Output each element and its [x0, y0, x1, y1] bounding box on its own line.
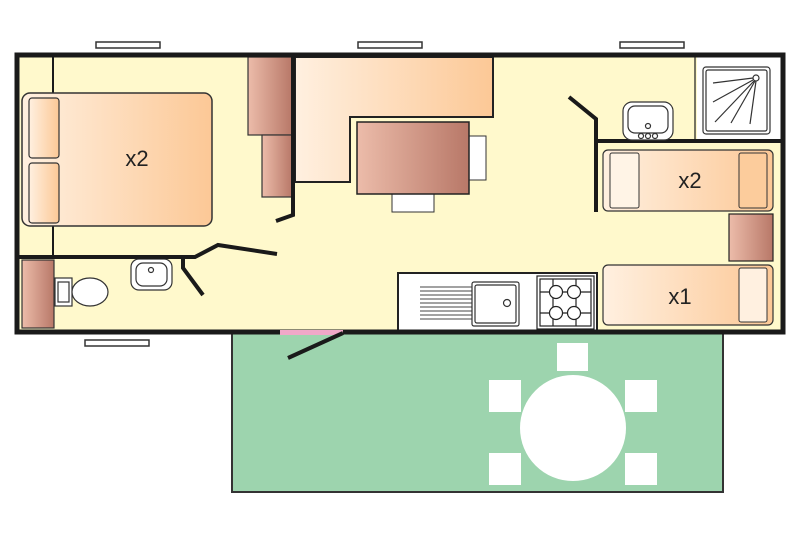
gas-hob-icon	[536, 275, 595, 330]
pillow	[609, 152, 640, 209]
nightstand	[728, 213, 774, 262]
wardrobe	[261, 134, 293, 198]
twin-bed: x2	[602, 149, 774, 212]
window-top-1	[95, 41, 161, 49]
double-bed-capacity-label: x2	[125, 146, 148, 171]
double-bed: x2	[21, 92, 213, 227]
kitchen-sink-icon	[471, 281, 520, 327]
pillow	[738, 152, 768, 209]
chair	[625, 453, 657, 485]
bedroom-door-wall	[275, 57, 295, 223]
twin-room-door-wall	[567, 95, 598, 212]
window-bottom-1	[84, 339, 150, 347]
single-bed-capacity-label: x1	[668, 284, 691, 309]
bedroom-wall-with-door	[17, 242, 278, 259]
dining-table	[356, 121, 470, 195]
shower-room-washbasin-icon	[622, 101, 674, 141]
terrace-table-set	[489, 343, 657, 485]
kitchen-counter	[397, 272, 598, 333]
window-top-3	[619, 41, 685, 49]
pillow	[28, 162, 60, 224]
twin-bed-capacity-label: x2	[678, 168, 701, 193]
wc-door	[181, 258, 205, 297]
shower-icon	[702, 66, 771, 135]
wardrobe	[247, 56, 293, 136]
chair	[489, 380, 521, 412]
chair	[489, 453, 521, 485]
storage-cabinet	[21, 259, 55, 329]
chair	[625, 380, 657, 412]
single-bed: x1	[602, 264, 774, 326]
exterior-walls	[14, 52, 786, 335]
internal-walls	[17, 57, 598, 297]
stool	[391, 193, 435, 213]
entrance-door[interactable]	[287, 331, 344, 360]
entrance-door-opening	[280, 330, 343, 335]
stool	[468, 135, 487, 181]
chair	[557, 343, 588, 371]
washbasin-icon	[130, 258, 173, 291]
pillow	[738, 267, 768, 323]
drainer-icon	[420, 286, 472, 320]
toilet-icon	[54, 277, 109, 307]
window-top-2	[357, 41, 423, 49]
pillow	[28, 97, 60, 159]
round-table	[520, 375, 626, 481]
